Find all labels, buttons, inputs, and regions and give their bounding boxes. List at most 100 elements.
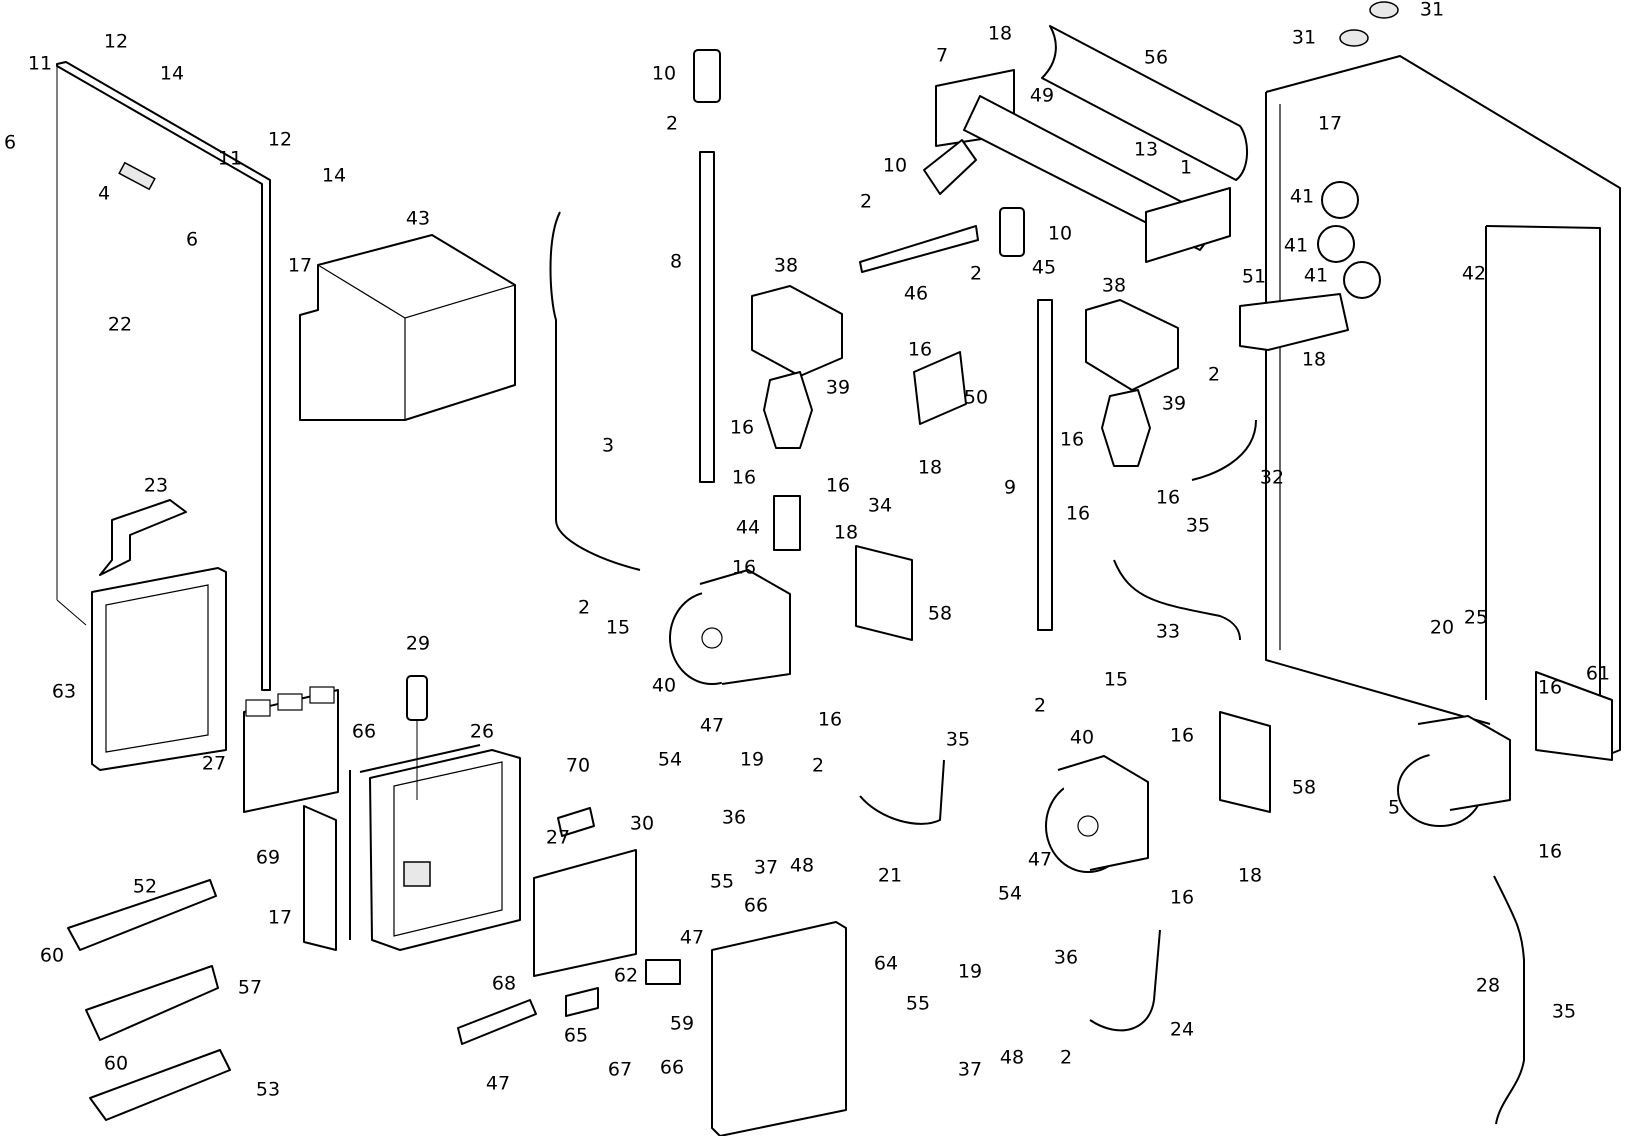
part-callout-8: 8	[670, 251, 682, 273]
gauge-41	[1317, 225, 1355, 263]
part-callout-21: 21	[878, 865, 902, 887]
pump-5	[1397, 715, 1511, 827]
part-callout-10: 10	[883, 155, 907, 177]
part-callout-18: 18	[1238, 865, 1262, 887]
bracket-51	[1239, 293, 1349, 351]
part-callout-9: 9	[1004, 477, 1016, 499]
part-callout-19: 19	[740, 749, 764, 771]
part-callout-41: 41	[1290, 186, 1314, 208]
part-callout-34: 34	[868, 495, 892, 517]
part-callout-48: 48	[1000, 1047, 1024, 1069]
part-callout-14: 14	[322, 165, 346, 187]
bracket-70	[557, 807, 595, 837]
part-callout-58: 58	[1292, 777, 1316, 799]
pcb-27-mid	[533, 849, 637, 977]
part-callout-66: 66	[744, 895, 768, 917]
check-valve-10	[693, 49, 721, 103]
part-callout-70: 70	[566, 755, 590, 777]
bracket-58	[1219, 711, 1271, 813]
pipe-8	[699, 151, 715, 483]
part-callout-54: 54	[658, 749, 682, 771]
part-callout-16: 16	[732, 467, 756, 489]
part-callout-6: 6	[186, 229, 198, 251]
part-callout-16: 16	[1060, 429, 1084, 451]
bracket-58	[855, 545, 913, 641]
pcb-27-left	[243, 686, 339, 813]
part-callout-24: 24	[1170, 1019, 1194, 1041]
part-callout-47: 47	[700, 715, 724, 737]
insulation-56	[1041, 25, 1249, 181]
part-callout-26: 26	[470, 721, 494, 743]
part-callout-18: 18	[988, 23, 1012, 45]
part-callout-51: 51	[1242, 266, 1266, 288]
part-callout-1: 1	[1180, 157, 1192, 179]
part-callout-66: 66	[352, 721, 376, 743]
part-callout-18: 18	[834, 522, 858, 544]
pipe-3	[549, 211, 641, 571]
part-callout-16: 16	[1538, 841, 1562, 863]
board-65	[565, 987, 599, 1017]
gauge-41	[1343, 261, 1381, 299]
part-callout-11: 11	[28, 53, 52, 75]
part-callout-17: 17	[268, 907, 292, 929]
check-valve-10	[999, 207, 1025, 257]
part-callout-16: 16	[730, 417, 754, 439]
part-callout-57: 57	[238, 977, 262, 999]
part-callout-17: 17	[288, 255, 312, 277]
part-callout-16: 16	[1066, 503, 1090, 525]
part-callout-50: 50	[964, 387, 988, 409]
part-callout-39: 39	[1162, 393, 1186, 415]
part-callout-32: 32	[1260, 467, 1284, 489]
part-callout-53: 53	[256, 1079, 280, 1101]
part-callout-2: 2	[1034, 695, 1046, 717]
bracket-68	[457, 999, 537, 1045]
part-callout-20: 20	[1430, 617, 1454, 639]
part-callout-40: 40	[1070, 727, 1094, 749]
part-callout-18: 18	[918, 457, 942, 479]
part-callout-27: 27	[546, 827, 570, 849]
part-callout-16: 16	[908, 339, 932, 361]
part-callout-61: 61	[1586, 663, 1610, 685]
pipe-33	[1113, 559, 1241, 641]
part-callout-31: 31	[1292, 27, 1316, 49]
part-callout-2: 2	[578, 597, 590, 619]
part-callout-52: 52	[133, 876, 157, 898]
part-callout-67: 67	[608, 1059, 632, 1081]
front-panel	[56, 61, 271, 691]
part-callout-38: 38	[774, 255, 798, 277]
part-callout-63: 63	[52, 681, 76, 703]
part-callout-33: 33	[1156, 621, 1180, 643]
part-callout-17: 17	[1318, 113, 1342, 135]
part-callout-35: 35	[1186, 515, 1210, 537]
part-callout-6: 6	[4, 132, 16, 154]
part-callout-62: 62	[614, 965, 638, 987]
part-callout-37: 37	[754, 857, 778, 879]
check-valve-10	[923, 139, 977, 195]
part-callout-7: 7	[936, 45, 948, 67]
part-callout-54: 54	[998, 883, 1022, 905]
mixing-valve-39	[1101, 389, 1151, 467]
cover-64	[711, 921, 847, 1136]
part-callout-16: 16	[732, 557, 756, 579]
part-callout-16: 16	[826, 475, 850, 497]
part-callout-60: 60	[104, 1053, 128, 1075]
part-callout-30: 30	[630, 813, 654, 835]
pipe-32	[1191, 419, 1257, 481]
gauge-41	[1321, 181, 1359, 219]
strip-46	[859, 225, 979, 273]
part-callout-66: 66	[660, 1057, 684, 1079]
part-callout-13: 13	[1134, 139, 1158, 161]
part-callout-2: 2	[970, 263, 982, 285]
pump-40	[669, 569, 791, 685]
part-callout-2: 2	[860, 191, 872, 213]
part-callout-65: 65	[564, 1025, 588, 1047]
part-callout-10: 10	[1048, 223, 1072, 245]
part-callout-18: 18	[1302, 349, 1326, 371]
part-callout-14: 14	[160, 63, 184, 85]
part-callout-23: 23	[144, 475, 168, 497]
part-callout-16: 16	[1170, 725, 1194, 747]
pipe-9	[1037, 299, 1053, 631]
part-callout-38: 38	[1102, 275, 1126, 297]
part-callout-41: 41	[1284, 235, 1308, 257]
